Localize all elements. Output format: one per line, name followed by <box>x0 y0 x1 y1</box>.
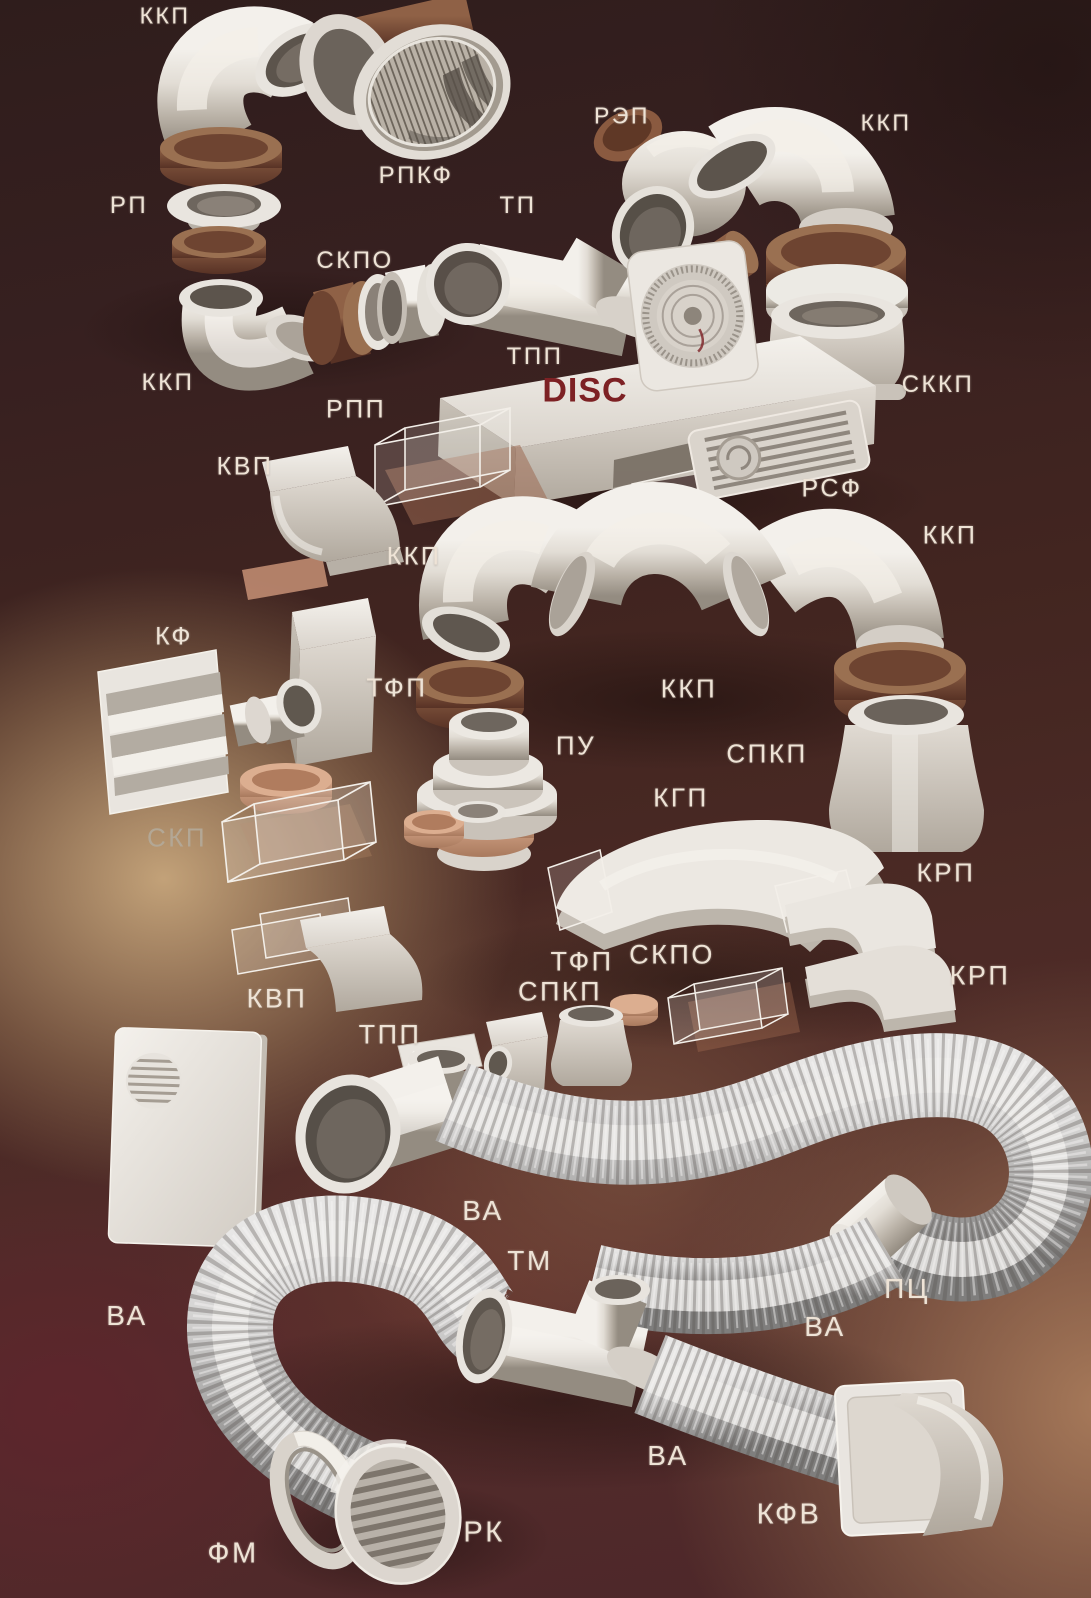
part-round-tee-tpp <box>295 1033 483 1194</box>
part-disc-flange-grille <box>626 240 759 392</box>
part-label-3-рпкф: РПКФ <box>378 162 454 189</box>
part-round-grille-rk <box>330 1439 462 1585</box>
part-label-31-тм: ТМ <box>507 1245 553 1276</box>
part-label-36-кфв: КФВ <box>756 1498 822 1531</box>
part-label-35-ва: ВА <box>647 1440 689 1471</box>
part-label-15-ккп: ККП <box>386 542 442 571</box>
part-label-11-рпп: РПП <box>325 395 387 424</box>
part-label-9-disc: DISC <box>542 371 628 410</box>
part-label-5-тп: ТП <box>499 192 537 219</box>
part-label-37-рк: РК <box>463 1516 505 1549</box>
part-label-0-ккп: ККП <box>139 2 191 29</box>
part-transition-spkp-a <box>829 695 984 852</box>
part-label-7-тпп: ТПП <box>506 343 564 370</box>
part-label-24-тфп: ТФП <box>550 946 614 977</box>
part-brown-ring-b <box>172 226 266 274</box>
part-label-34-ва: ВА <box>804 1311 846 1342</box>
part-label-30-ва: ВА <box>462 1195 504 1226</box>
part-round-elbow-kkp-e <box>530 482 787 637</box>
part-label-21-кгп: КГП <box>653 782 709 813</box>
part-label-8-ккп: ККП <box>141 369 195 396</box>
part-label-10-сккп: СККП <box>901 371 975 398</box>
part-brown-ring-a <box>160 127 282 189</box>
part-label-25-скпо: СКПО <box>629 939 715 970</box>
part-round-tee-tm <box>455 1275 682 1408</box>
part-label-32-пц: ПЦ <box>884 1273 930 1304</box>
part-label-19-пу: ПУ <box>555 730 597 761</box>
part-flange-rp <box>167 184 281 236</box>
part-wall-hood-kfv <box>834 1379 1004 1537</box>
part-label-20-спкп: СПКП <box>726 738 808 769</box>
part-flex-hose-va-1 <box>435 1033 1091 1302</box>
part-small-rings <box>404 801 506 848</box>
part-label-27-спкп: СПКП <box>517 976 603 1007</box>
part-rect-elbow-kvp-b <box>231 897 423 1012</box>
part-duct-frame-skp <box>221 781 377 883</box>
part-label-28-квп: КВП <box>246 983 308 1014</box>
part-label-18-ккп: ККП <box>660 673 718 704</box>
part-label-22-скп: СКП <box>146 822 208 853</box>
part-label-12-квп: КВП <box>216 452 274 481</box>
part-label-14-ккп: ККП <box>922 521 978 550</box>
part-rect-elbow-kvp-a <box>242 446 404 600</box>
part-flat-bend-krp-lower <box>805 945 956 1032</box>
part-wall-grille-rsf <box>687 399 871 501</box>
part-label-1-рэп: РЭП <box>594 102 650 129</box>
part-label-13-рсф: РСФ <box>801 474 863 503</box>
part-duct-frames-skpo-b <box>610 967 800 1052</box>
part-label-6-скпо: СКПО <box>316 247 394 274</box>
part-fan-grille-rpkf <box>299 0 511 163</box>
part-label-16-кф: КФ <box>155 622 193 651</box>
part-label-4-рп: РП <box>109 192 149 219</box>
part-label-33-ва: ВА <box>106 1300 148 1331</box>
part-label-17-тфп: ТФП <box>366 672 428 703</box>
part-tee-tfp-a <box>257 598 376 766</box>
part-louver-grille-kf <box>97 649 272 815</box>
part-label-26-крп: КРП <box>949 960 1011 991</box>
part-label-29-тпп: ТПП <box>358 1019 422 1050</box>
part-transition-spkp-b <box>551 1005 632 1086</box>
part-fan-panel <box>107 1027 268 1248</box>
part-label-23-крп: КРП <box>916 857 976 888</box>
part-flex-hose-va-3 <box>634 1335 867 1487</box>
part-label-2-ккп: ККП <box>860 109 912 136</box>
part-label-38-фм: ФМ <box>207 1537 259 1570</box>
